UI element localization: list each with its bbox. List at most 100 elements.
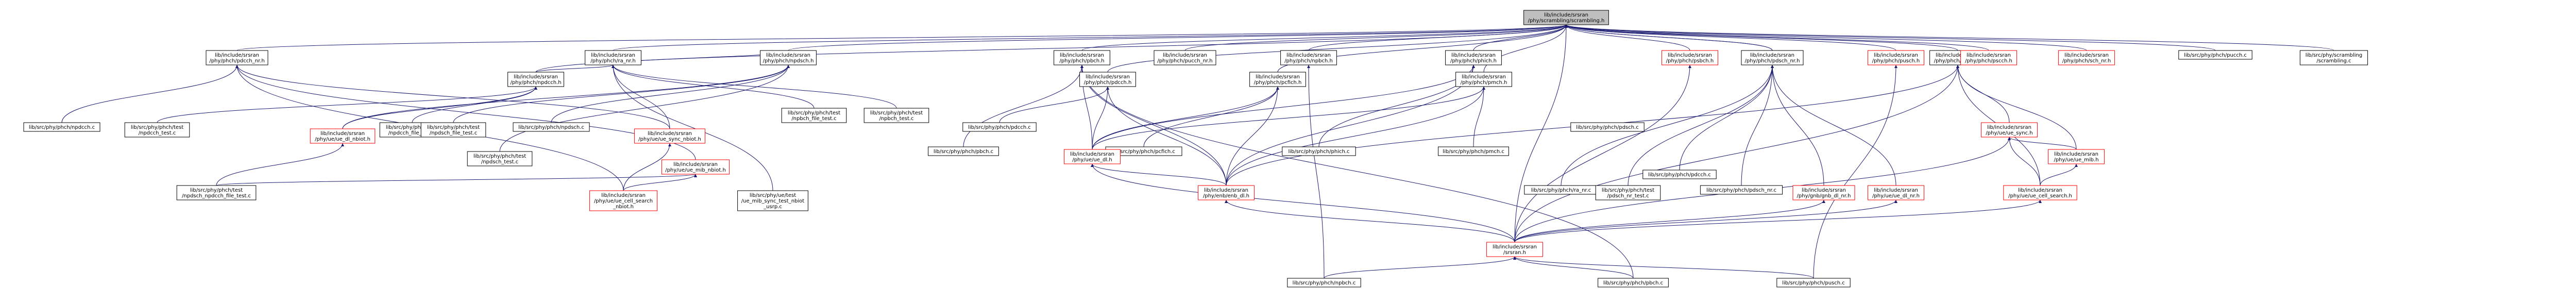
node-pdsch-nr-c[interactable]: lib/src/phy/phch/pdsch_nr.c	[1700, 185, 1783, 195]
node-npbch-c[interactable]: lib/src/phy/phch/npbch.c	[1287, 278, 1361, 288]
edge-27	[612, 64, 670, 129]
node-npbch-h[interactable]: lib/include/srsran/phy/phch/npbch.h	[1280, 50, 1337, 65]
node-npdsch-h[interactable]: lib/include/srsran/phy/phch/npdsch.h	[760, 50, 817, 65]
node-box	[176, 185, 257, 200]
node-gnb-dl-nr-h[interactable]: lib/include/srsran/phy/gnb/gnb_dl_nr.h	[1792, 185, 1855, 200]
node-label: /phy/phch/pucch_nr.h	[1157, 58, 1212, 64]
node-box	[310, 128, 376, 144]
node-label: /phy/ue/ue_cell_search	[594, 198, 653, 204]
node-ue-mib-h[interactable]: lib/include/srsran/phy/ue/ue_mib.h	[2048, 149, 2105, 164]
node-box	[507, 72, 564, 87]
node-scrambling-c[interactable]: lib/src/phy/scrambling/scrambling.c	[2299, 50, 2368, 65]
edge-29	[612, 64, 897, 109]
edge-57	[1514, 64, 1959, 243]
node-label: lib/src/phy/phch/pbch.c	[1603, 280, 1663, 286]
edge-32	[157, 86, 537, 123]
node-ue-sync-h[interactable]: lib/include/srsran/phy/ue/ue_sync.h	[1981, 122, 2038, 138]
node-psbch-h[interactable]: lib/include/srsran/phy/phch/psbch.h	[1662, 50, 1718, 65]
node-label: /phy/ue/ue_dl_nr.h	[1872, 193, 1920, 199]
node-npdsch-npdcch-file-test-c[interactable]: lib/src/phy/phch/test/npdsch_npdcch_file…	[176, 185, 257, 200]
node-pucch-nr-h[interactable]: lib/include/srsran/phy/phch/pucch_nr.h	[1154, 50, 1216, 65]
node-label: /phy/gnb/gnb_dl_nr.h	[1797, 193, 1851, 199]
node-pbch-c2[interactable]: lib/src/phy/phch/pbch.c	[1598, 278, 1669, 288]
edge-20	[1565, 24, 1773, 51]
node-label: lib/src/phy/phch/pdcch.c	[968, 125, 1031, 130]
edge-23	[235, 64, 696, 160]
node-npdsch-test-c[interactable]: lib/src/phy/phch/test/npdsch_test.c	[467, 151, 533, 166]
edge-69	[623, 174, 697, 191]
node-label: lib/include/srsran	[1060, 53, 1104, 58]
node-npbch-test2-c[interactable]: lib/src/phy/phch/test/npbch_test.c	[863, 108, 929, 123]
node-box	[1570, 122, 1645, 132]
node-box	[2003, 185, 2077, 200]
edge-21	[61, 64, 239, 123]
node-label: lib/include/srsran	[1462, 74, 1506, 80]
edge-17	[1565, 24, 2216, 51]
node-label: lib/include/srsran	[766, 53, 810, 58]
node-label: _nbiot.h	[613, 204, 634, 210]
node-ue-dl-h[interactable]: lib/include/srsran/phy/ue/ue_dl.h	[1064, 149, 1121, 164]
node-label: lib/include/srsran	[1204, 188, 1248, 193]
node-label: lib/include/srsran	[1163, 53, 1207, 58]
node-label: /phy/phch/pusch.h	[1872, 58, 1920, 64]
node-ra-nr-c[interactable]: lib/src/phy/phch/ra_nr.c	[1524, 185, 1598, 195]
node-pusch-c[interactable]: lib/src/phy/phch/pusch.c	[1776, 278, 1851, 288]
node-ue-cell-search-nbiot-h[interactable]: lib/include/srsran/phy/ue/ue_cell_search…	[589, 190, 658, 211]
edge-74	[1514, 199, 2042, 243]
node-pbch-c[interactable]: lib/src/phy/phch/pbch.c	[928, 146, 999, 156]
node-ue-mib-sync-test-c[interactable]: lib/src/phy/ue/test/ue_mib_sync_test_nbi…	[737, 190, 808, 211]
node-npdsch-file-test-c[interactable]: lib/src/phy/phch/test/npdsch_file_test.c	[420, 122, 486, 138]
node-pdsch-nr-test-c[interactable]: lib/src/phy/phch/test/pdsch_nr_test.c	[1595, 185, 1661, 200]
node-label: lib/src/phy/phch/pusch.c	[1782, 280, 1845, 286]
node-npdcch-h[interactable]: lib/include/srsran/phy/phch/npdcch.h	[507, 72, 564, 87]
edge-47	[1318, 64, 1475, 147]
node-ue-sync-nbiot-h[interactable]: lib/include/srsran/phy/ue/ue_sync_nbiot.…	[634, 128, 705, 144]
node-pmch-h[interactable]: lib/include/srsran/phy/phch/pmch.h	[1455, 72, 1512, 87]
node-label: lib/include/srsran	[1070, 152, 1114, 157]
node-npdcch-c[interactable]: lib/src/phy/phch/npdcch.c	[23, 122, 100, 132]
edge-58	[2008, 137, 2077, 150]
node-ue-cell-search-h[interactable]: lib/include/srsran/phy/ue/ue_cell_search…	[2003, 185, 2077, 200]
node-box	[760, 50, 817, 65]
node-enb-dl-h[interactable]: lib/include/srsran/phy/enb/enb_dl.h	[1198, 185, 1255, 200]
node-pdcch-nr-c[interactable]: lib/src/phy/phch/pdcch.c	[1642, 170, 1717, 179]
node-npdsch-c[interactable]: lib/src/phy/phch/npdsch.c	[513, 122, 590, 132]
node-pscch-h[interactable]: lib/include/srsran/phy/phch/pscch.h	[1960, 50, 2017, 65]
edge-54	[1956, 64, 2077, 150]
node-label: lib/include/srsran	[1256, 74, 1300, 80]
node-sch-nr-h[interactable]: lib/include/srsran/phy/phch/sch_nr.h	[2058, 50, 2115, 65]
node-pmch-c[interactable]: lib/src/phy/phch/pmch.c	[1438, 146, 1509, 156]
node-box	[1981, 122, 2038, 138]
node-box	[1868, 185, 1924, 200]
node-npbch-test-c[interactable]: lib/src/phy/phch/test/npbch_file_test.c	[781, 108, 847, 123]
node-npdcch-test-c[interactable]: lib/src/phy/phch/test/npdcch_test.c	[124, 122, 190, 138]
edge-35	[342, 64, 790, 129]
node-pdcch-c[interactable]: lib/src/phy/phch/pdcch.c	[962, 122, 1037, 132]
edge-82	[1307, 64, 1325, 279]
node-phich-h[interactable]: lib/include/srsran/phy/phch/phich.h	[1445, 50, 1502, 65]
node-label: /phy/phch/pcfich.h	[1254, 80, 1302, 86]
node-pdsch-c[interactable]: lib/src/phy/phch/pdsch.c	[1570, 122, 1645, 132]
node-label: /phy/phch/pdcch.h	[1084, 80, 1132, 86]
node-pdsch-nr-h[interactable]: lib/include/srsran/phy/phch/pdsch_nr.h	[1741, 50, 1804, 65]
node-phich-c[interactable]: lib/src/phy/phch/phich.c	[1282, 146, 1356, 156]
edge-76	[1514, 199, 1825, 243]
node-srsran-h[interactable]: lib/include/srsran/srsran.h	[1486, 242, 1543, 257]
node-nrpdcch-h[interactable]: lib/include/srsran/phy/phch/pdcch_nr.h	[206, 50, 268, 65]
node-ue-dl-nr-h[interactable]: lib/include/srsran/phy/ue/ue_dl_nr.h	[1868, 185, 1924, 200]
node-label: lib/src/phy/phch/pdsch_nr.c	[1706, 188, 1776, 193]
node-sib-nbiot-h[interactable]: lib/include/srsran/phy/ue/ue_mib_nbiot.h	[661, 159, 730, 175]
node-label: lib/include/srsran	[320, 131, 365, 137]
node-pucch-c[interactable]: lib/src/phy/phch/pucch.c	[2178, 50, 2252, 60]
node-box	[1249, 72, 1306, 87]
node-label: /phy/phch/npdsch.h	[763, 58, 814, 64]
edge-1	[613, 24, 1568, 51]
node-ra-nr-h[interactable]: lib/include/srsran/phy/phch/ra_nr.h	[585, 50, 641, 65]
node-pdcch-h[interactable]: lib/include/srsran/phy/phch/pdcch.h	[1079, 72, 1136, 87]
node-pusch-h[interactable]: lib/include/srsran/phy/phch/pusch.h	[1868, 50, 1924, 65]
node-pcfich-h[interactable]: lib/include/srsran/phy/phch/pcfich.h	[1249, 72, 1306, 87]
node-pbch-h[interactable]: lib/include/srsran/phy/phch/pbch.h	[1054, 50, 1110, 65]
node-box	[661, 159, 730, 175]
node-ue-dl-nbiot-h[interactable]: lib/include/srsran/phy/ue/ue_dl_nbiot.h	[310, 128, 376, 144]
